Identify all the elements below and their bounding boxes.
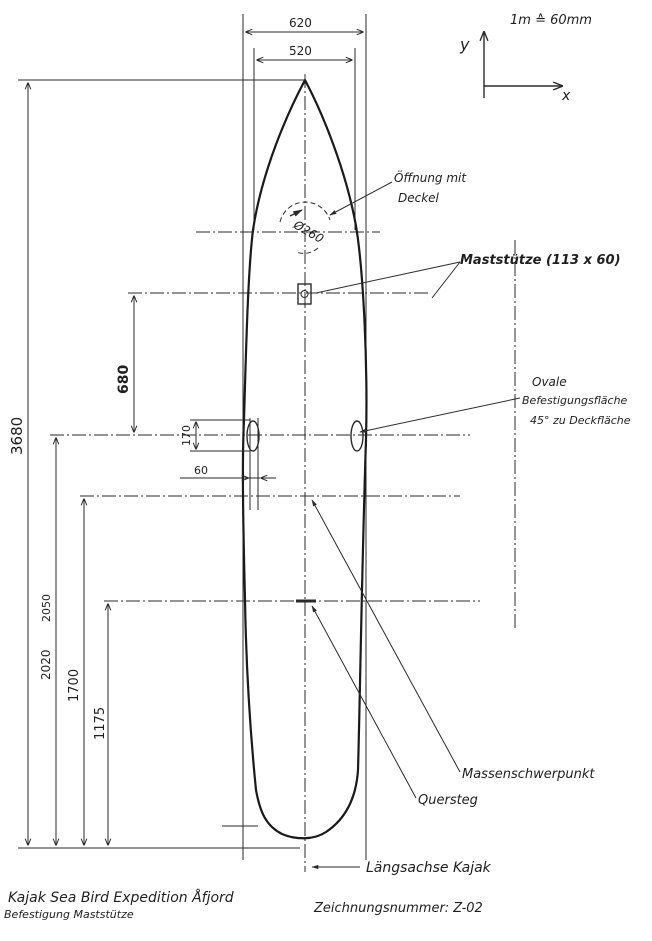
- mount-dimensions: 170 60: [180, 419, 276, 478]
- dim-cog-from-stern: 1700: [67, 669, 82, 702]
- length-dimensions: 3680 680 2020 2050 1700 1175: [8, 79, 305, 849]
- crossbar: Quersteg: [296, 599, 478, 808]
- scale-note: 1m ≙ 60mm: [510, 13, 592, 28]
- x-axis-label: x: [561, 88, 571, 104]
- crossbar-label: Quersteg: [418, 793, 478, 808]
- drawing-number: Zeichnungsnummer: Z-02: [313, 901, 483, 916]
- oval-mounts: Ovale Befestigungsfläche 45° zu Deckfläc…: [246, 375, 631, 510]
- dim-mount-from-stern-alt: 2050: [40, 594, 53, 622]
- kayak-hull-outline: [241, 78, 368, 840]
- dim-length-3680: 3680: [8, 417, 26, 455]
- y-axis-label: y: [459, 35, 470, 54]
- center-of-mass-label: Massenschwerpunkt: [462, 767, 595, 782]
- dim-crossbar-from-stern: 1175: [93, 707, 108, 740]
- oval-label-line2: Befestigungsfläche: [522, 394, 628, 407]
- oval-label-line3: 45° zu Deckfläche: [530, 414, 631, 427]
- mast-support-label: Maststütze (113 x 60): [460, 253, 621, 268]
- dim-width-620: 620: [289, 16, 312, 30]
- mast-support: Maststütze (113 x 60): [297, 253, 621, 305]
- dim-mount-width: 60: [194, 464, 208, 477]
- oval-label-line1: Ovale: [532, 375, 567, 389]
- dim-hatch-diameter: Ø260: [290, 217, 326, 246]
- drawing-title: Kajak Sea Bird Expedition Åfjord: [8, 889, 234, 906]
- long-axis-callout: Längsachse Kajak: [311, 860, 492, 876]
- title-block: Kajak Sea Bird Expedition Åfjord Befesti…: [4, 889, 483, 921]
- long-axis-label: Längsachse Kajak: [366, 860, 492, 876]
- hatch-opening: Ø260 Öffnung mit Deckel: [279, 169, 467, 254]
- dim-mast-to-mount: 680: [116, 365, 132, 394]
- dim-width-520: 520: [289, 44, 312, 58]
- center-of-mass: Massenschwerpunkt: [311, 499, 595, 782]
- station-lines: [50, 231, 480, 602]
- hatch-label-line1: Öffnung mit: [394, 169, 467, 185]
- dim-mount-height: 170: [180, 425, 193, 446]
- coordinate-axes: y x: [459, 32, 571, 104]
- hatch-label-line2: Deckel: [398, 191, 440, 205]
- dim-mount-from-stern: 2020: [39, 649, 53, 680]
- drawing-subtitle: Befestigung Maststütze: [4, 908, 134, 921]
